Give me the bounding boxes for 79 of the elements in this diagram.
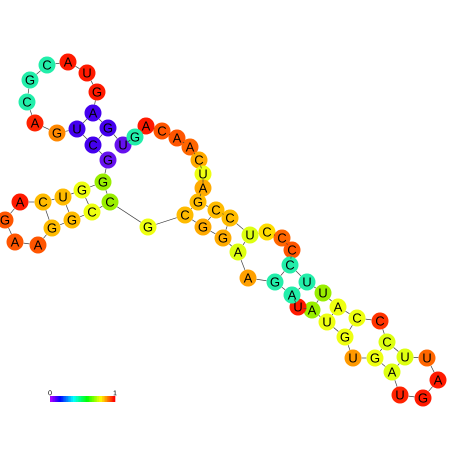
backbone-line: [75, 66, 80, 69]
base-pair-line: [82, 118, 88, 124]
base-pair-line: [280, 271, 285, 276]
backbone-line: [127, 140, 131, 142]
base-pair-line: [98, 134, 103, 139]
base-pair-line: [316, 300, 319, 304]
backbone-line: [182, 142, 184, 144]
backbone-line: [314, 286, 316, 288]
backbone-line: [294, 298, 296, 304]
backbone-line: [303, 308, 307, 310]
backbone-line: [70, 192, 74, 194]
backbone-line: [36, 70, 41, 75]
backbone-line: [55, 62, 60, 64]
base-pair-line: [190, 208, 192, 210]
base-pair-line: [66, 204, 70, 212]
base-pair-line: [349, 325, 353, 330]
base-pair-line: [106, 190, 108, 194]
backbone-line: [65, 130, 69, 132]
backbone-line: [394, 380, 398, 388]
backbone-line: [42, 126, 50, 130]
backbone-line: [200, 165, 202, 169]
backbone-line: [82, 134, 88, 140]
backbone-line: [408, 396, 415, 398]
backbone-line: [393, 347, 399, 352]
backbone-line: [286, 242, 288, 246]
backbone-line: [365, 318, 372, 320]
backbone-line: [90, 80, 94, 85]
backbone-line: [80, 214, 84, 218]
backbone-line: [229, 244, 232, 246]
backbone-line: [43, 234, 47, 239]
backbone-line: [345, 311, 350, 314]
backbone-line: [296, 270, 302, 276]
backbone-line: [210, 230, 216, 234]
backbone-line: [60, 222, 64, 226]
backbone-line: [28, 88, 30, 94]
backbone-line: [116, 206, 142, 223]
backbone-line: [381, 363, 386, 367]
backbone-line: [200, 193, 202, 197]
backbone-line: [348, 344, 350, 350]
backbone-line: [8, 228, 12, 234]
base-pair-line: [380, 348, 382, 352]
base-pair-line: [242, 242, 246, 246]
base-pair-line: [298, 287, 301, 290]
backbone-line: [318, 315, 321, 317]
backbone-line: [90, 184, 96, 188]
backbone-line: [23, 242, 30, 244]
backbone-line: [430, 365, 434, 373]
backbone-line: [274, 234, 276, 236]
base-pair-line: [46, 210, 50, 220]
base-pair-line: [226, 226, 228, 230]
backbone-line: [30, 110, 32, 116]
backbone-line: [51, 198, 55, 200]
backbone-line: [98, 150, 102, 154]
backbone-line: [156, 217, 178, 225]
backbone-line: [104, 168, 106, 174]
backbone-line: [194, 152, 196, 154]
backbone-line: [413, 357, 419, 358]
base-pair-line: [208, 216, 212, 220]
backbone-line: [222, 213, 224, 215]
backbone-line: [206, 205, 208, 207]
backbone-line: [290, 256, 292, 259]
backbone-line: [329, 298, 332, 302]
backbone-line: [256, 278, 267, 282]
backbone-line: [94, 100, 96, 105]
backbone-line: [99, 206, 103, 208]
backbone-line: [236, 223, 244, 230]
backbone-line: [240, 260, 246, 270]
backbone-line: [98, 118, 102, 122]
backbone-line: [202, 178, 204, 184]
base-pair-line: [397, 363, 400, 366]
backbone-line: [113, 134, 118, 139]
backbone-line: [10, 208, 15, 214]
backbone-line: [428, 386, 433, 392]
base-pair-line: [332, 314, 334, 316]
backbone-line: [192, 219, 196, 223]
backbone-line: [382, 328, 385, 334]
base-pair-line: [85, 198, 89, 204]
backbone-line: [333, 327, 339, 332]
backbone-line: [282, 286, 286, 290]
